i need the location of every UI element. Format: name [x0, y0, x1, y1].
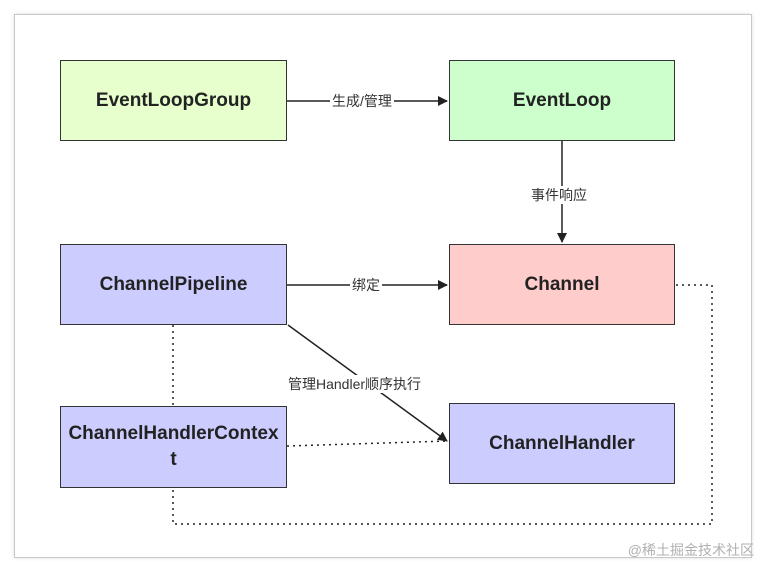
watermark: @稀土掘金技术社区 — [627, 542, 754, 558]
edge-channel-context-dotted — [172, 284, 713, 525]
node-channel-pipeline-label: ChannelPipeline — [99, 273, 248, 295]
node-event-loop-group: EventLoopGroup — [60, 60, 287, 141]
edge-label-pipeline-to-channel: 绑定 — [350, 276, 382, 294]
edge-label-group-to-loop: 生成/管理 — [330, 92, 394, 110]
node-channel-pipeline: ChannelPipeline — [60, 244, 287, 325]
edge-context-handler-dotted — [286, 440, 450, 447]
edge-label-pipeline-to-handler: 管理Handler顺序执行 — [286, 375, 424, 393]
node-channel-label: Channel — [524, 273, 600, 295]
edge-label-loop-to-channel: 事件响应 — [529, 186, 589, 204]
node-event-loop-label: EventLoop — [512, 89, 612, 111]
node-channel-handler-label: ChannelHandler — [489, 432, 635, 454]
node-event-loop-group-label: EventLoopGroup — [95, 89, 252, 111]
node-channel: Channel — [449, 244, 675, 325]
node-event-loop: EventLoop — [449, 60, 675, 141]
node-channel-handler-context-label: ChannelHandlerContext — [68, 423, 279, 470]
node-channel-handler-context: ChannelHandlerContext — [60, 406, 287, 488]
node-channel-handler: ChannelHandler — [449, 403, 675, 484]
